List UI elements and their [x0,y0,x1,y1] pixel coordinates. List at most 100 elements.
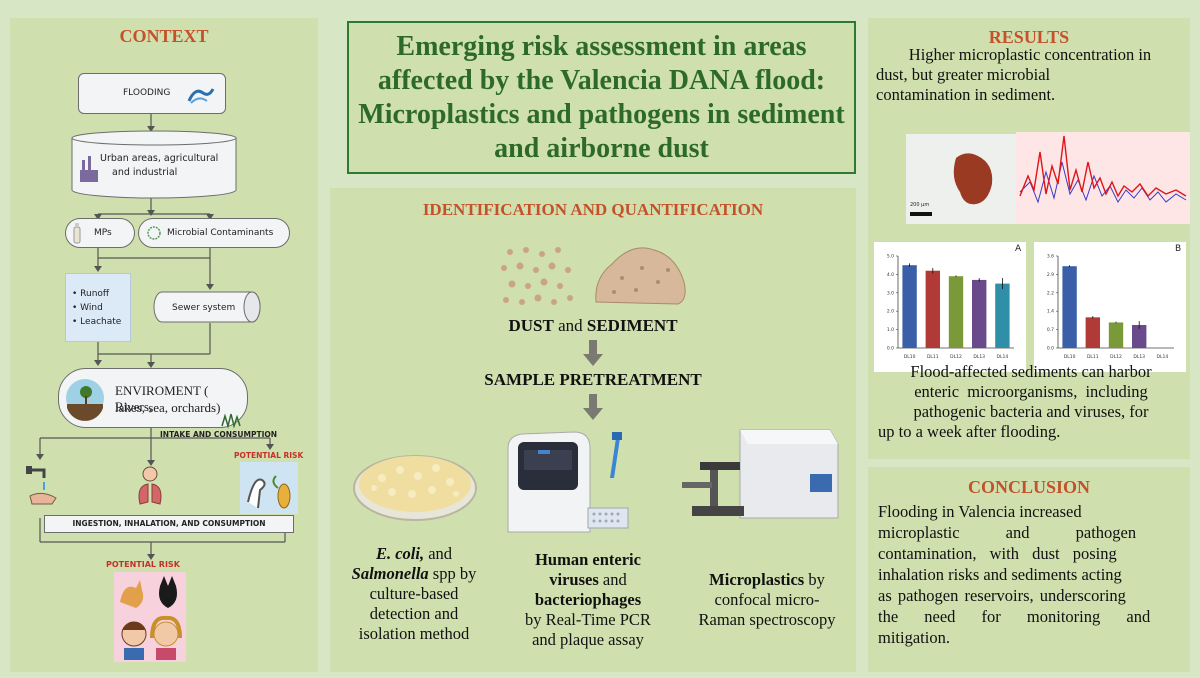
virus-and: and [598,570,627,589]
potential-risk-small-label: POTENTIAL RISK [234,451,304,460]
chart-a-tick-DL10: DL10 [904,354,916,360]
mps-label: MPs [94,228,112,238]
identification-heading: IDENTIFICATION AND QUANTIFICATION [422,200,764,219]
dust-particles-icon [501,247,573,305]
virus-column: Human enteric viruses and bacteriophages… [498,550,678,650]
ecoli-line-5: isolation method [358,624,470,643]
conclusion-line-6: the need for monitoring and [878,607,1151,626]
environment-icon [66,379,104,421]
flooding-box: FLOODING [78,73,226,114]
chart-a-bar-DL12 [948,276,964,348]
chart-a-ytick-4: 4.0 [887,272,894,278]
runoff-note: • Runoff • Wind • Leachate [65,273,131,342]
virus-line-5: and plaque assay [532,630,644,649]
conclusion-panel: CONCLUSION Flooding in Valencia increase… [868,467,1190,672]
ecoli-and: and [424,544,453,563]
conclusion-line-5: as pathogen reservoirs, underscoring [878,586,1126,605]
microplastics-column: Microplastics by confocal micro- Raman s… [678,570,856,630]
mps-box: MPs [65,218,135,248]
microplastic-particle-icon [910,153,993,216]
chart-a-tick-DL13: DL13 [973,354,985,360]
poster-title: Emerging risk assessment in areas affect… [358,30,845,164]
chart-a-ytick-1: 1.0 [887,327,894,333]
salmonella-term: Salmonella [351,564,429,583]
chart-b-tick-DL13: DL13 [1133,354,1145,360]
arrow-down-icon-1 [583,340,603,366]
grass-icon [221,413,241,429]
chart-b-tick-DL12: DL12 [1110,354,1122,360]
chart-a-tick-DL14: DL14 [997,354,1009,360]
microplastic-photo: 200 µm [906,134,1018,224]
results-para2-line-1: Flood-affected sediments can harbor [910,362,1152,381]
petri-dish-icon [353,455,477,521]
conclusion-line-1-text: Flooding in Valencia increased [878,502,1082,521]
chart-a-ytick-5: 5.0 [887,254,894,260]
microbial-box: Microbial Contaminants [138,218,290,248]
urban-label-2: and industrial [112,167,178,178]
chart-a-tick-DL11: DL11 [927,354,939,360]
wildlife-image [240,462,298,514]
chart-b-tick-DL11: DL11 [1087,354,1099,360]
bacteriophages-term: bacteriophages [534,590,642,609]
results-line-2: dust, but greater microbial [876,65,1184,85]
conclusion-text: Flooding in Valencia increased microplas… [878,501,1182,648]
identification-panel: IDENTIFICATION AND QUANTIFICATION DUST a… [330,188,856,672]
microbe-icon [147,226,161,240]
ingestion-box: INGESTION, INHALATION, AND CONSUMPTION [44,515,294,533]
conclusion-line-3: contamination, with dust posing [878,544,1117,563]
pcr-machine-icon [507,431,629,533]
risk-subjects-image [114,572,186,662]
microplastics-term: Microplastics [709,570,805,589]
chart-b-ytick-5: 3.6 [1047,254,1054,260]
and-word: and [553,316,587,335]
chart-b-ytick-3: 2.2 [1047,290,1054,296]
results-line-2-text: dust, but greater microbial [876,65,1051,84]
chart-b-bar-DL11 [1085,317,1100,348]
chart-a-bar-DL14 [995,283,1010,348]
chart-b-tag: B [1175,244,1182,254]
arrow-down-icon-2 [583,394,603,420]
microplastics-by: by [804,570,825,589]
virus-line-4: by Real-Time PCR [525,610,651,629]
sewer-pipe [153,291,261,323]
context-panel: CONTEXT [10,18,318,672]
salmonella-suffix: spp by [428,564,477,583]
ecoli-line-4: detection and [369,604,459,623]
chart-b-ytick-0: 0.0 [1047,346,1054,352]
bottle-icon [73,223,81,244]
chart-b-ytick-1: 0.7 [1047,327,1054,333]
chart-b-tick-DL10: DL10 [1064,354,1076,360]
chart-b-bar-DL10 [1062,266,1077,348]
lungs-icon [138,466,162,505]
intake-label: INTAKE AND CONSUMPTION [160,430,278,439]
flooding-label: FLOODING [123,88,171,98]
title-box: Emerging risk assessment in areas affect… [347,21,856,174]
ecoli-line-3: culture-based [369,584,459,603]
urban-cylinder [71,130,237,199]
flowchart-connectors [36,114,286,560]
ecoli-term: E. coli, [375,544,425,563]
chart-a-tick-DL12: DL12 [950,354,962,360]
conclusion-line-1: Flooding in Valencia increased [878,501,1182,522]
results-line-3: contamination in sediment. [876,85,1056,104]
sewer-label: Sewer system [172,303,236,313]
conclusion-line-4: inhalation risks and sediments acting [878,565,1122,584]
raman-microscope-icon [682,429,839,519]
environment-box: ENVIROMENT ( Rivers, lakes, sea, orchard… [58,368,248,428]
results-line-1: Higher microplastic concentration in [908,45,1152,64]
raman-spectrum-plot [1016,132,1190,224]
chart-a-tag: A [1015,244,1022,254]
virus-term: viruses [549,570,599,589]
results-panel: RESULTS Higher microplastic concentratio… [868,18,1190,459]
context-heading: CONTEXT [119,26,209,46]
pretreatment-label: SAMPLE PRETREATMENT [484,370,702,389]
results-para2-line-3: pathogenic bacteria and viruses, for [913,402,1149,421]
wave-icon [187,88,215,104]
results-heading: RESULTS [988,27,1070,47]
chart-a-bar-DL13 [972,279,987,348]
people-animals-icon [120,576,182,660]
runoff-label: • Runoff [72,289,110,299]
sediment-pile-icon [595,247,686,305]
